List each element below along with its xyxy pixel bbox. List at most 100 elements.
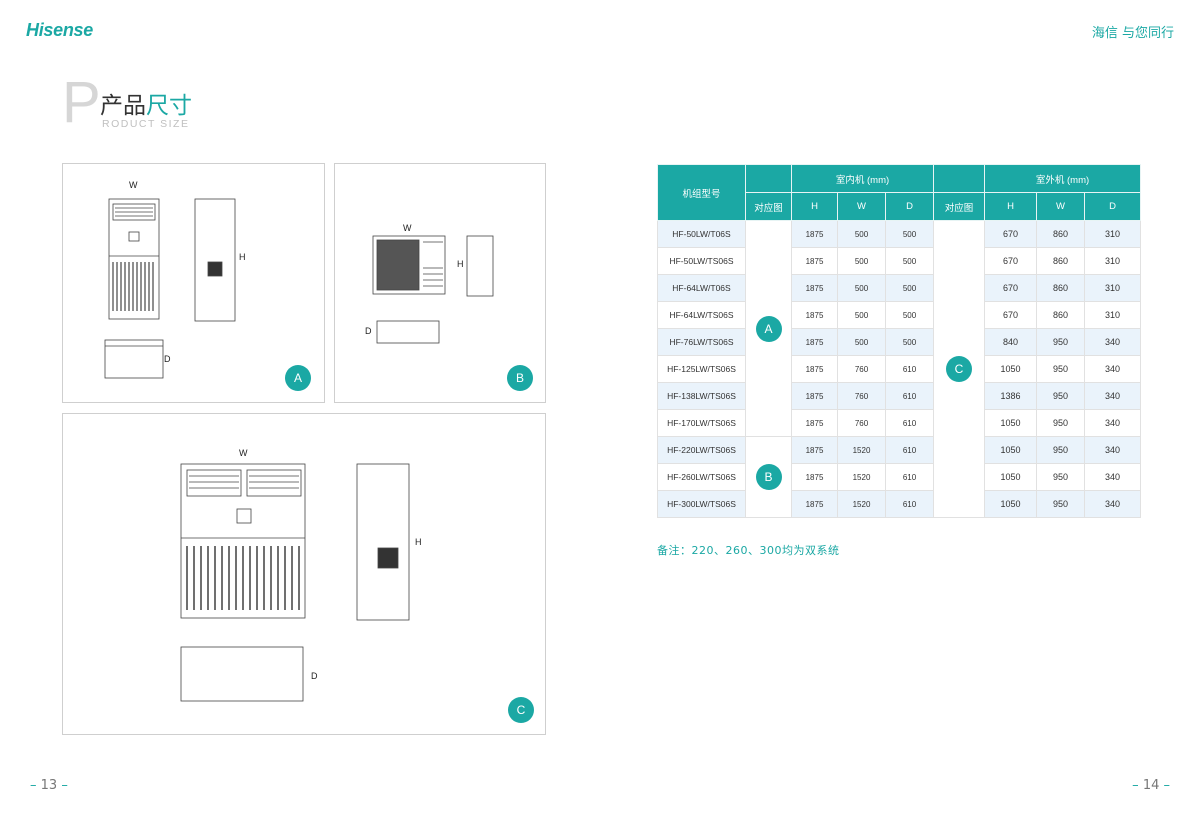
table-note: 备注：220、260、300均为双系统 [657, 544, 840, 557]
cell: 340 [1084, 355, 1142, 383]
model-cell: HF-76LW/TS06S [657, 328, 746, 356]
hisense-logo: Hisense [26, 20, 93, 40]
figure-a-panel: W H D A [62, 163, 325, 403]
figure-b-panel: W H D B [334, 163, 546, 403]
cell: 760 [837, 409, 886, 437]
model-cell: HF-260LW/TS06S [657, 463, 746, 491]
model-cell: HF-300LW/TS06S [657, 490, 746, 518]
header-indoor-h: H [791, 192, 838, 221]
cell: 1875 [791, 274, 838, 302]
cell: 610 [884, 436, 935, 464]
cell: 500 [884, 301, 935, 329]
cell: 610 [884, 490, 935, 518]
cell: 860 [1036, 274, 1086, 302]
figure-b-width-label: W [403, 223, 412, 233]
model-cell: HF-64LW/TS06S [657, 301, 746, 329]
cell: 950 [1036, 490, 1086, 518]
cell: 310 [1084, 247, 1142, 275]
cell: 670 [984, 247, 1038, 275]
figure-c-height-label: H [415, 537, 422, 547]
table-row: HF-170LW/TS06S 1875 760 610 1050 950 340 [657, 409, 1142, 437]
model-cell: HF-125LW/TS06S [657, 355, 746, 383]
cell: 500 [837, 328, 886, 356]
figure-c-panel: W H D C [62, 413, 546, 735]
cell: 1875 [791, 220, 838, 248]
cell: 950 [1036, 382, 1086, 410]
table-row: HF-64LW/TS06S 1875 500 500 670 860 310 [657, 301, 1142, 329]
cell: 1520 [837, 436, 886, 464]
brand-slogan: 海信 与您同行 [1091, 26, 1174, 41]
header-indoor: 室内机 (mm) [790, 164, 935, 193]
cell: 500 [837, 301, 886, 329]
ref-badge-c: C [946, 356, 973, 382]
figure-a-drawing: W H D [104, 180, 246, 379]
figure-a-badge: A [285, 365, 311, 391]
table-row: HF-125LW/TS06S 1875 760 610 1050 950 340 [657, 355, 1142, 383]
cell: 1875 [791, 463, 838, 491]
figure-a-width-label: W [129, 180, 138, 190]
figure-b-height-label: H [457, 259, 464, 269]
cell: 1386 [984, 382, 1038, 410]
figure-c-width-label: W [239, 448, 248, 458]
cell: 950 [1036, 463, 1086, 491]
cell: 950 [1036, 355, 1086, 383]
cell: 670 [984, 220, 1038, 248]
figure-a-depth-label: D [164, 354, 171, 364]
cell: 1875 [791, 247, 838, 275]
cell: 610 [884, 355, 935, 383]
cell: 1050 [984, 463, 1038, 491]
cell: 610 [884, 409, 935, 437]
cell: 950 [1036, 328, 1086, 356]
figure-c-drawing: W H D [180, 448, 422, 702]
figure-b-drawing: W H D [365, 223, 494, 344]
indoor-ref-cell-a: A [745, 220, 792, 437]
table-row: HF-76LW/TS06S 1875 500 500 840 950 340 [657, 328, 1142, 356]
heading-letter: P [62, 70, 101, 135]
page-number-right: – 14 – [1132, 778, 1170, 793]
model-cell: HF-170LW/TS06S [657, 409, 746, 437]
cell: 500 [837, 220, 886, 248]
table-row: HF-220LW/TS06S B 1875 1520 610 1050 950 … [657, 436, 1142, 518]
table-row: HF-260LW/TS06S 1875 1520 610 1050 950 34… [657, 463, 1142, 491]
spec-table: 机组型号 室内机 (mm) 室外机 (mm) 对应图 H W D 对应图 H W… [657, 164, 1142, 518]
cell: 310 [1084, 274, 1142, 302]
model-cell: HF-138LW/TS06S [657, 382, 746, 410]
table-row: HF-50LW/TS06S 1875 500 500 670 860 310 [657, 247, 1142, 275]
cell: 1520 [837, 490, 886, 518]
cell: 1875 [791, 328, 838, 356]
cell: 670 [984, 274, 1038, 302]
model-cell: HF-50LW/T06S [657, 220, 746, 248]
cell: 1050 [984, 355, 1038, 383]
table-row: HF-64LW/T06S 1875 500 500 670 860 310 [657, 274, 1142, 302]
cell: 500 [884, 328, 935, 356]
table-row: HF-50LW/T06S A 1875 500 500 C 670 860 31… [657, 220, 1142, 518]
cell: 310 [1084, 220, 1142, 248]
cell: 950 [1036, 436, 1086, 464]
model-cell: HF-50LW/TS06S [657, 247, 746, 275]
section-heading: P 产品尺寸 RODUCT SIZE [62, 74, 262, 140]
cell: 500 [884, 247, 935, 275]
figure-a-height-label: H [239, 252, 246, 262]
header-outdoor-w: W [1036, 192, 1086, 221]
cell: 1875 [791, 409, 838, 437]
header-indoor-d: D [884, 192, 935, 221]
cell: 840 [984, 328, 1038, 356]
cell: 860 [1036, 247, 1086, 275]
cell: 610 [884, 382, 935, 410]
cell: 670 [984, 301, 1038, 329]
cell: 340 [1084, 490, 1142, 518]
cell: 950 [1036, 409, 1086, 437]
header-outdoor-ref: 对应图 [933, 192, 986, 221]
cell: 500 [884, 220, 935, 248]
cell: 340 [1084, 382, 1142, 410]
header-outdoor-ref-top [933, 164, 986, 193]
cell: 610 [884, 463, 935, 491]
figure-b-depth-label: D [365, 326, 372, 336]
cell: 860 [1036, 301, 1086, 329]
cell: 1050 [984, 490, 1038, 518]
figure-b-badge: B [507, 365, 533, 391]
cell: 1875 [791, 301, 838, 329]
cell: 500 [837, 247, 886, 275]
cell: 1520 [837, 463, 886, 491]
cell: 860 [1036, 220, 1086, 248]
